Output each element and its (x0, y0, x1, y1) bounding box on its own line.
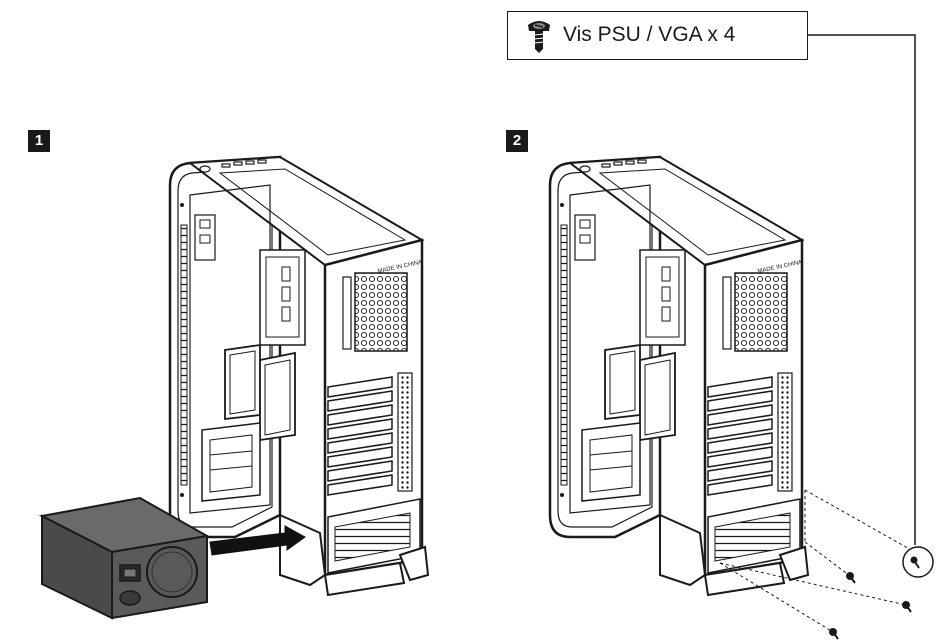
insert-arrow (209, 525, 306, 556)
screw-icon (846, 572, 856, 584)
callout-label: Vis PSU / VGA x 4 (563, 23, 736, 46)
screws-step-2 (829, 572, 912, 640)
step-badge-1: 1 (28, 130, 50, 152)
screw-icon (528, 21, 550, 53)
callout-connector (808, 34, 916, 545)
case-step-2: MADE IN CHINA (548, 155, 810, 597)
screw-icon (829, 628, 839, 640)
callout-box: Vis PSU / VGA x 4 (507, 11, 808, 60)
screw-icon (910, 556, 920, 569)
case-step-1: MADE IN CHINA (168, 155, 430, 597)
psu-unit (38, 496, 210, 620)
step-badge-2: 2 (506, 130, 528, 152)
screw-icon (902, 601, 912, 613)
screw-detail-circle (902, 546, 934, 578)
screw-guide-lines (719, 489, 921, 633)
